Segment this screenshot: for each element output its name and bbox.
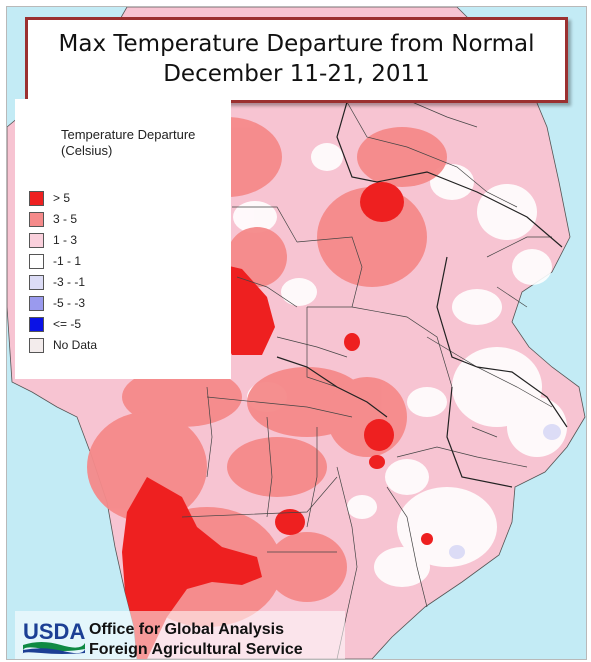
- legend-swatch: [29, 212, 44, 227]
- legend-swatch: [29, 191, 44, 206]
- departure-map: [7, 7, 586, 659]
- map-date-range: December 11-21, 2011: [163, 61, 430, 87]
- country-borders: [276, 66, 568, 488]
- near-normal-areas: [233, 143, 567, 587]
- legend-title-unit: (Celsius): [61, 143, 113, 158]
- legend-label: -3 - -1: [53, 275, 86, 289]
- map-title-box: Max Temperature Departure from Normal De…: [25, 17, 568, 103]
- legend-swatch: [29, 233, 44, 248]
- legend-label: <= -5: [53, 317, 82, 331]
- legend-label: 1 - 3: [53, 233, 78, 247]
- cool-areas: [449, 424, 561, 559]
- legend-title-line1: Temperature Departure: [61, 127, 196, 142]
- legend-swatch: [29, 338, 44, 353]
- legend-label: No Data: [53, 338, 98, 352]
- legend-swatch: [29, 296, 44, 311]
- legend-label: 3 - 5: [53, 212, 78, 226]
- legend-swatch: [29, 254, 44, 269]
- org-name-line2: Foreign Agricultural Service: [89, 641, 303, 658]
- legend-swatch: [29, 317, 44, 332]
- legend-swatch: [29, 275, 44, 290]
- admin-boundaries: [181, 101, 553, 659]
- map-frame: Max Temperature Departure from Normal De…: [6, 6, 587, 660]
- usda-logo-text: USDA: [23, 619, 85, 644]
- org-name-line1: Office for Global Analysis: [89, 621, 285, 638]
- legend-panel: Temperature Departure (Celsius) > 5 3 - 5…: [15, 99, 231, 379]
- legend-title: Temperature Departure (Celsius): [61, 127, 195, 159]
- map-title: Max Temperature Departure from Normal: [58, 31, 535, 57]
- legend-label: > 5: [53, 191, 71, 205]
- credit-block: USDA Office for Global Analysis Foreign …: [15, 611, 345, 659]
- legend-label: -5 - -3: [53, 296, 86, 310]
- legend-label: -1 - 1: [53, 254, 82, 268]
- usda-logo-icon: USDA: [22, 619, 85, 654]
